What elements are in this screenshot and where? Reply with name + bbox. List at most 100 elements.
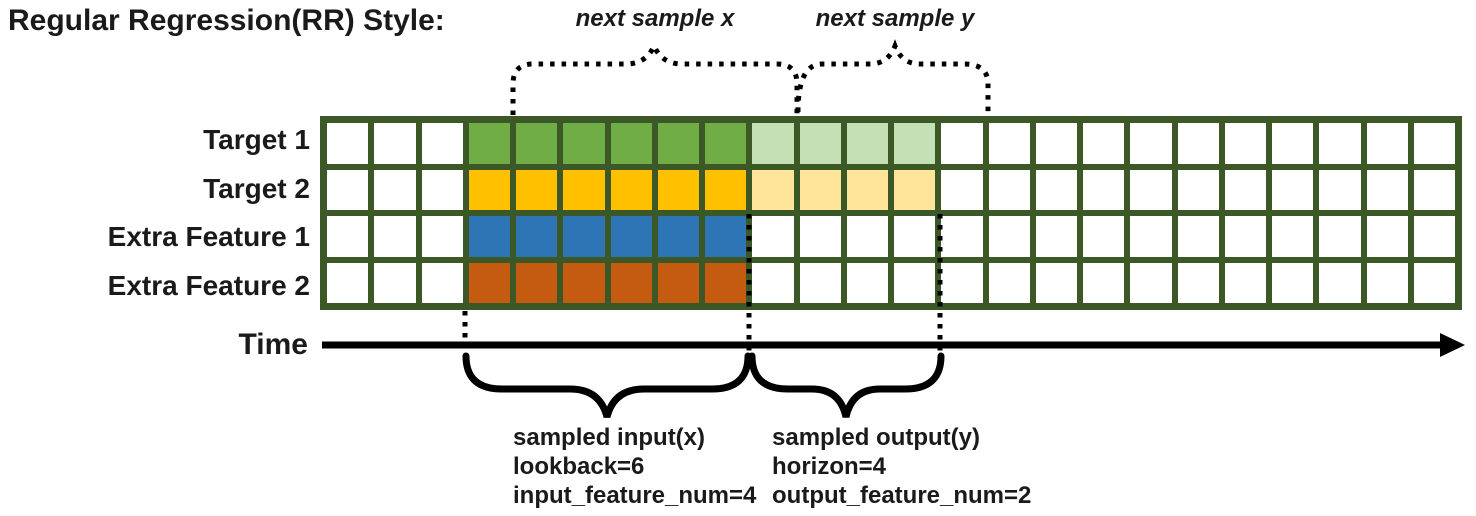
grid-cell xyxy=(988,216,1030,257)
grid-cell xyxy=(1035,123,1077,164)
grid-cell xyxy=(1319,262,1361,303)
grid-cell xyxy=(468,262,510,303)
grid-cell xyxy=(1130,216,1172,257)
grid-cell xyxy=(657,262,699,303)
grid-cell xyxy=(327,216,369,257)
grid-cell xyxy=(327,123,369,164)
grid-cell xyxy=(468,169,510,210)
grid-cell xyxy=(846,169,888,210)
grid-cell xyxy=(610,123,652,164)
grid-cell xyxy=(1224,216,1266,257)
grid-cell xyxy=(941,123,983,164)
grid-cell xyxy=(752,216,794,257)
grid-cell xyxy=(705,216,747,257)
grid-cell xyxy=(894,262,936,303)
grid-cell xyxy=(1413,123,1455,164)
grid-cell xyxy=(988,123,1030,164)
grid-cell xyxy=(752,262,794,303)
grid-cell xyxy=(327,262,369,303)
grid-cell xyxy=(1130,169,1172,210)
grid-cell xyxy=(327,169,369,210)
sampled-output-caption: sampled output(y) horizon=4 output_featu… xyxy=(772,423,1031,510)
grid-cell xyxy=(1083,123,1125,164)
grid-cell xyxy=(421,169,463,210)
grid-cell xyxy=(1035,169,1077,210)
grid-cell xyxy=(894,216,936,257)
grid-cell xyxy=(374,262,416,303)
grid-cell xyxy=(1413,262,1455,303)
grid-cell xyxy=(1272,169,1314,210)
next-sample-y-brace xyxy=(795,39,991,115)
grid-cell xyxy=(374,123,416,164)
sample-grid xyxy=(320,116,1462,310)
grid-cell xyxy=(374,216,416,257)
grid-cell xyxy=(1272,262,1314,303)
grid-cell xyxy=(610,169,652,210)
next-sample-x-brace xyxy=(510,39,800,115)
grid-cell xyxy=(421,123,463,164)
sampled-input-caption: sampled input(x) lookback=6 input_featur… xyxy=(513,423,756,510)
grid-cell xyxy=(1366,169,1408,210)
next-sample-x-label: next sample x xyxy=(575,5,735,32)
grid-cell xyxy=(374,169,416,210)
sampled-output-brace xyxy=(748,352,945,418)
lookback-value: lookback=6 xyxy=(513,453,645,480)
grid-cell xyxy=(1083,216,1125,257)
grid-cell xyxy=(1083,262,1125,303)
grid-cell xyxy=(752,123,794,164)
grid-cell xyxy=(1083,169,1125,210)
grid-cell xyxy=(799,123,841,164)
grid-cell xyxy=(610,216,652,257)
grid-cell xyxy=(516,216,558,257)
grid-cell xyxy=(468,216,510,257)
grid-cell xyxy=(1177,123,1219,164)
grid-cell xyxy=(894,123,936,164)
sampled-input-title: sampled input(x) xyxy=(513,424,706,451)
grid-cell xyxy=(563,169,605,210)
grid-cell xyxy=(1177,169,1219,210)
grid-cell xyxy=(1319,216,1361,257)
grid-cell xyxy=(799,169,841,210)
grid-cell xyxy=(657,123,699,164)
grid-cell xyxy=(657,169,699,210)
grid-cell xyxy=(941,169,983,210)
grid-cell xyxy=(1319,123,1361,164)
grid-cell xyxy=(610,262,652,303)
grid-cell xyxy=(563,262,605,303)
grid-cell xyxy=(1413,216,1455,257)
grid-cell xyxy=(846,216,888,257)
grid-cell xyxy=(1366,123,1408,164)
row-label: Extra Feature 2 xyxy=(107,269,310,301)
grid-cell xyxy=(941,216,983,257)
grid-cell xyxy=(799,262,841,303)
grid-cell xyxy=(1035,262,1077,303)
grid-cell xyxy=(1177,216,1219,257)
time-axis-label: Time xyxy=(238,328,308,361)
grid-cell xyxy=(752,169,794,210)
next-sample-y-label: next sample y xyxy=(815,5,975,32)
horizon-value: horizon=4 xyxy=(772,453,887,480)
grid-cell xyxy=(1224,123,1266,164)
grid-cell xyxy=(421,216,463,257)
grid-cell xyxy=(516,262,558,303)
grid-cell xyxy=(1035,216,1077,257)
grid-cell xyxy=(1224,169,1266,210)
row-label: Extra Feature 1 xyxy=(107,221,310,252)
grid-cell xyxy=(988,169,1030,210)
grid-cell xyxy=(988,262,1030,303)
grid-cell xyxy=(468,123,510,164)
grid-cell xyxy=(657,216,699,257)
diagram-title: Regular Regression(RR) Style: xyxy=(8,4,445,37)
grid-cell xyxy=(846,123,888,164)
grid-cell xyxy=(1366,216,1408,257)
grid-cell xyxy=(421,262,463,303)
sampled-output-title: sampled output(y) xyxy=(772,424,980,451)
grid-cell xyxy=(1224,262,1266,303)
grid-cell xyxy=(799,216,841,257)
grid-cell xyxy=(1319,169,1361,210)
grid-cell xyxy=(1177,262,1219,303)
input-feature-num-value: input_feature_num=4 xyxy=(513,482,757,509)
grid-cell xyxy=(563,123,605,164)
grid-cell xyxy=(1130,262,1172,303)
